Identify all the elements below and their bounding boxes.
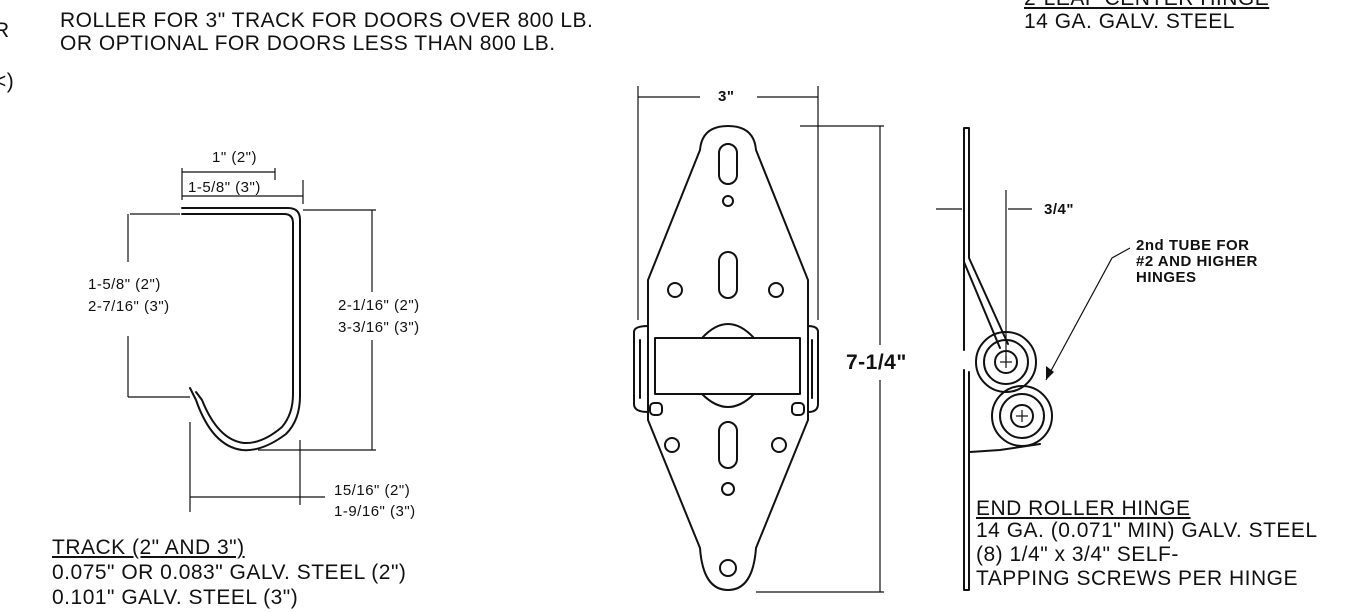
hinge-slot-upper: [718, 251, 738, 299]
hinge-hole: [664, 437, 680, 453]
track-drawing: [127, 168, 376, 512]
hinge-hole: [722, 195, 734, 207]
hinge-slot-top: [718, 143, 738, 185]
hinge-hole: [768, 282, 784, 298]
hinge-leaf-outline: [647, 125, 809, 591]
track-dim-bottom-1: 15/16" (2"): [334, 482, 411, 499]
side-dim-offset-label: 3/4": [1044, 201, 1074, 218]
hinge-tube-end-right: [807, 325, 819, 413]
side-plate-foot: [969, 443, 1041, 453]
roller-tube-2-inner: [999, 393, 1045, 439]
edge-mark-top: R: [0, 19, 10, 42]
hinge-hole: [667, 282, 683, 298]
center-hinge-spec: 14 GA. GALV. STEEL: [1024, 10, 1235, 33]
callout-line-1: 2nd TUBE FOR: [1136, 237, 1250, 254]
hinge-tab-right: [791, 402, 805, 416]
hinge-slot-lower: [718, 421, 738, 469]
track-dim-top-1: 1" (2"): [212, 149, 257, 166]
track-profile-outer: [181, 207, 301, 452]
end-roller-hinge-spec-3: TAPPING SCREWS PER HINGE: [976, 567, 1298, 590]
end-roller-hinge-title: END ROLLER HINGE: [976, 497, 1191, 520]
hinge-side-drawing: [936, 127, 1131, 591]
track-spec-2: 0.101" GALV. STEEL (3"): [52, 586, 299, 609]
track-dim-left-2: 2-7/16" (3"): [88, 298, 170, 315]
track-spec-1: 0.075" OR 0.083" GALV. STEEL (2"): [52, 561, 407, 584]
hinge-dim-height-label: 7-1/4": [846, 351, 907, 374]
track-dim-left-1: 1-5/8" (2"): [88, 276, 161, 293]
side-plate-upper: [963, 127, 1009, 349]
hinge-center-top: [701, 323, 755, 339]
end-roller-hinge-spec-2: (8) 1/4" x 3/4" SELF-: [976, 543, 1179, 566]
roller-pin-2: [1010, 404, 1034, 428]
callout-arrowhead: [1046, 366, 1054, 380]
roller-note-line-2: OR OPTIONAL FOR DOORS LESS THAN 800 LB.: [60, 32, 556, 55]
hinge-tube: [654, 337, 801, 395]
hinge-dim-width-label: 3": [718, 88, 735, 105]
side-plate-lower: [963, 369, 970, 591]
track-profile-inner: [181, 213, 294, 445]
end-roller-hinge-spec-1: 14 GA. (0.071" MIN) GALV. STEEL: [976, 519, 1318, 542]
center-hinge-title: 2-LEAF CENTER HINGE: [1024, 0, 1269, 9]
hinge-hole: [719, 559, 737, 577]
hinge-center-bot: [701, 393, 755, 408]
hinge-front-drawing: [633, 86, 884, 593]
callout-line-2: #2 AND HIGHER: [1136, 253, 1258, 270]
callout-line-3: HINGES: [1136, 269, 1197, 286]
track-title: TRACK (2" AND 3"): [52, 536, 245, 559]
track-dim-top-2: 1-5/8" (3"): [188, 179, 261, 196]
track-dim-bottom-2: 1-9/16" (3"): [334, 503, 416, 520]
track-dim-right-1: 2-1/16" (2"): [338, 297, 420, 314]
hinge-tube-end-left: [633, 325, 649, 413]
track-dim-right-2: 3-3/16" (3"): [338, 319, 420, 336]
roller-note-line-1: ROLLER FOR 3" TRACK FOR DOORS OVER 800 L…: [60, 9, 594, 32]
edge-mark-mid: <): [0, 70, 15, 93]
callout-leader: [1045, 247, 1131, 381]
hinge-tab-left: [649, 402, 663, 416]
hinge-hole: [771, 437, 787, 453]
hinge-hole: [721, 482, 735, 496]
